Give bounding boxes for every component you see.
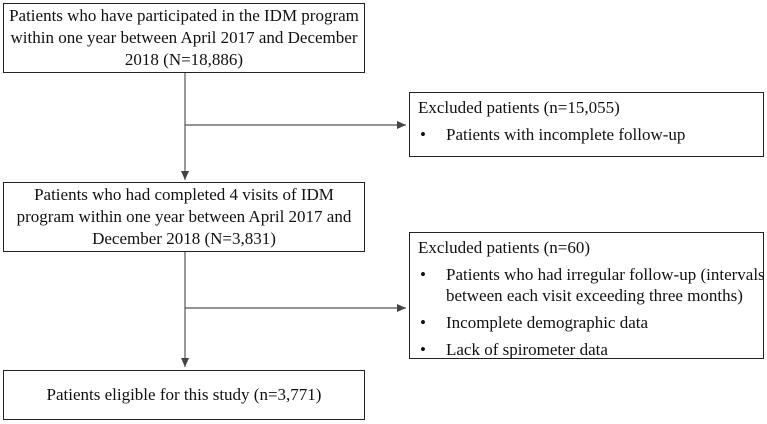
initial-line-1: Patients who have participated in the ID…: [9, 6, 359, 25]
exclusion-2-bullet-2-line-1: Incomplete demographic data: [446, 313, 649, 332]
exclusion-box-2: Excluded patients (n=60) • Patients who …: [409, 232, 765, 360]
exclusion-2-title: Excluded patients (n=60): [418, 238, 590, 257]
exclusion-2-bullet-2: • Incomplete demographic data: [418, 312, 755, 333]
exclusion-1-bullet: • Patients with incomplete follow-up: [418, 124, 755, 145]
initial-population-box: Patients who have participated in the ID…: [3, 3, 365, 73]
completed-visits-box: Patients who had completed 4 visits of I…: [3, 182, 365, 252]
exclusion-2-bullet-1: • Patients who had irregular follow-up (…: [418, 264, 765, 306]
eligible-line-1: Patients eligible for this study (n=3,77…: [46, 385, 322, 404]
bullet-icon: •: [420, 125, 426, 144]
exclusion-box-1: Excluded patients (n=15,055) • Patients …: [409, 92, 764, 157]
completed-line-1: Patients who had completed 4 visits of I…: [34, 185, 334, 204]
exclusion-1-bullet-1-line-1: Patients with incomplete follow-up: [446, 125, 686, 144]
initial-line-3: 2018 (N=18,886): [124, 50, 244, 69]
completed-line-3: December 2018 (N=3,831): [92, 229, 276, 248]
exclusion-1-title: Excluded patients (n=15,055): [418, 98, 620, 117]
exclusion-2-bullet-3-line-1: Lack of spirometer data: [446, 340, 608, 359]
exclusion-2-bullet-1-line-1: Patients who had irregular follow-up (in…: [446, 265, 765, 284]
exclusion-2-bullet-1-line-2: between each visit exceeding three month…: [446, 286, 743, 305]
completed-line-2: program within one year between April 20…: [16, 207, 352, 226]
bullet-icon: •: [420, 265, 426, 284]
initial-line-2: within one year between April 2017 and D…: [10, 28, 358, 47]
exclusion-2-bullet-3: • Lack of spirometer data: [418, 339, 755, 360]
eligible-patients-box: Patients eligible for this study (n=3,77…: [3, 370, 365, 420]
bullet-icon: •: [420, 340, 426, 359]
bullet-icon: •: [420, 313, 426, 332]
